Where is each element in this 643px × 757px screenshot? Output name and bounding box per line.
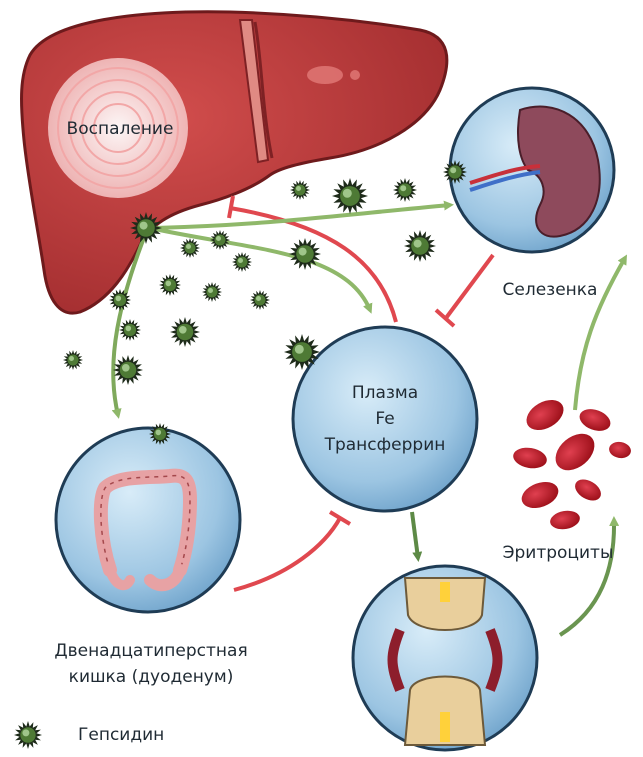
hepcidin-icon bbox=[404, 230, 436, 262]
hepcidin-icon bbox=[290, 180, 310, 200]
duodenum-bubble bbox=[56, 428, 240, 612]
erythrocytes-label: Эритроциты bbox=[488, 542, 628, 564]
hepcidin-icon bbox=[180, 238, 200, 258]
hepcidin-icon bbox=[63, 350, 83, 370]
hepcidin-icon bbox=[250, 290, 270, 310]
erythrocyte-icon bbox=[518, 477, 562, 513]
erythrocyte-icon bbox=[577, 405, 614, 435]
hepcidin-icon bbox=[232, 252, 252, 272]
spleen-label: Селезенка bbox=[480, 279, 620, 301]
hepcidin-icon bbox=[119, 319, 141, 341]
duodenum-label-line-1: Двенадцатиперстная bbox=[20, 638, 282, 664]
hepcidin-icon bbox=[14, 721, 42, 749]
hepcidin-icon bbox=[443, 160, 467, 184]
hepcidin-icon bbox=[170, 317, 200, 347]
erythrocyte-icon bbox=[608, 440, 632, 460]
plasma-label: Плазма Fe Трансферрин bbox=[300, 380, 470, 458]
hepcidin-icon bbox=[149, 423, 171, 445]
plasma-label-line-2: Fe bbox=[300, 406, 470, 432]
inflammation-label: Воспаление bbox=[40, 118, 200, 140]
hepcidin-icon bbox=[130, 212, 162, 244]
hepcidin-icon bbox=[113, 355, 143, 385]
erythrocyte-icon bbox=[521, 394, 569, 437]
plasma-label-line-1: Плазма bbox=[300, 380, 470, 406]
spleen-bubble bbox=[450, 88, 614, 252]
erythrocyte-icon bbox=[571, 475, 604, 505]
hepcidin-icon bbox=[332, 178, 368, 214]
erythrocyte-icon bbox=[549, 426, 602, 477]
bone-marrow-bubble bbox=[353, 566, 537, 750]
duodenum-label-line-2: кишка (дуоденум) bbox=[20, 664, 282, 690]
hepcidin-icon bbox=[289, 238, 321, 270]
hepcidin-icon bbox=[210, 230, 230, 250]
erythrocyte-icon bbox=[512, 445, 549, 471]
hepcidin-icon bbox=[159, 274, 181, 296]
hepcidin-icon bbox=[393, 178, 417, 202]
legend-hepcidin-label: Гепсидин bbox=[78, 724, 164, 746]
plasma-label-line-3: Трансферрин bbox=[300, 432, 470, 458]
erythrocyte-icon bbox=[549, 509, 582, 532]
hepcidin-icon bbox=[109, 289, 131, 311]
duodenum-label: Двенадцатиперстная кишка (дуоденум) bbox=[20, 638, 282, 690]
erythrocytes-group bbox=[512, 394, 633, 532]
hepcidin-icon bbox=[284, 334, 320, 370]
hepcidin-icon bbox=[202, 282, 222, 302]
